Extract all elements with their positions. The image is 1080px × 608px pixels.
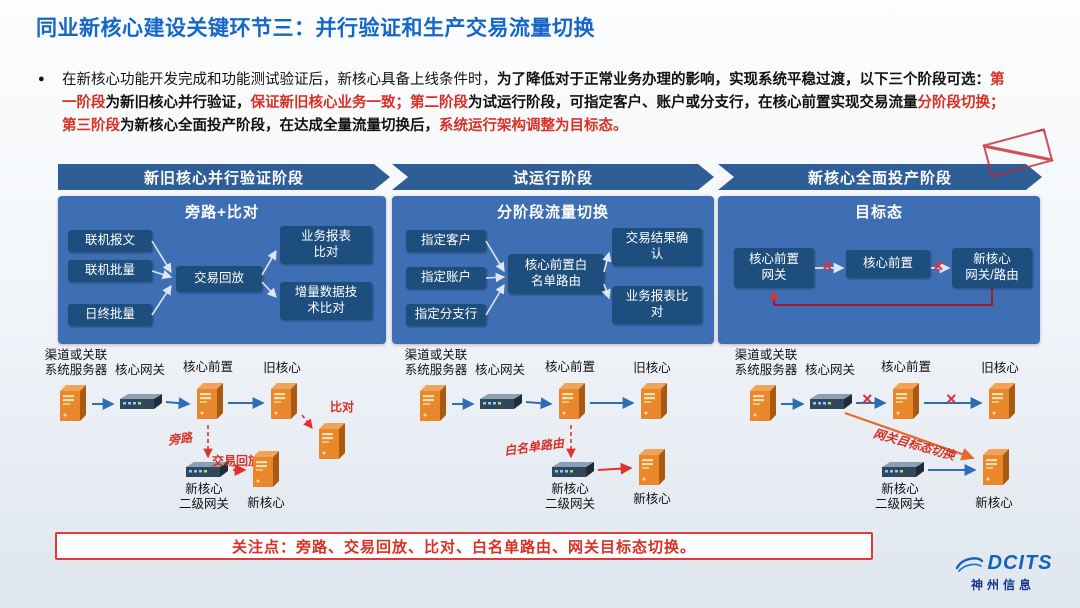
flow-box-incremental-compare: 增量数据技 术比对 (280, 282, 372, 320)
server-icon (314, 420, 348, 462)
key-points-text: 关注点：旁路、交易回放、比对、白名单路由、网关目标态切换。 (231, 538, 696, 556)
logo-swoosh-icon (955, 556, 983, 572)
server-icon (192, 380, 226, 422)
flow-box-report-compare: 业务报表 比对 (280, 226, 372, 264)
flow-box-report-compare-2: 业务报表比 对 (612, 286, 702, 324)
x-mark-link-1: × (862, 389, 873, 409)
server-icon (634, 446, 668, 488)
d2-whitelist-label: 白名单路由 (503, 435, 565, 459)
logo-brand-text: DCITS (987, 552, 1053, 574)
flow-box-online-batch: 联机批量 (68, 260, 152, 282)
d1-source-label: 渠道或关联 系统服务器 (44, 348, 108, 377)
flow-box-designated-branch: 指定分支行 (406, 304, 486, 326)
d1-compare-label: 比对 (330, 400, 355, 414)
switch-icon (548, 461, 596, 479)
server-icon (554, 380, 588, 422)
d3-secondary-gateway-label: 新核心 二级网关 (874, 482, 925, 511)
switch-icon (476, 393, 524, 411)
company-logo: DCITS 神州信息 (942, 552, 1064, 593)
d1-secondary-gateway-label: 新核心 二级网关 (178, 482, 229, 511)
flow-box-designated-customer: 指定客户 (406, 230, 486, 252)
d1-gateway-label: 核心网关 (114, 363, 165, 377)
server-icon (55, 382, 89, 424)
server-icon (888, 380, 922, 422)
phase-banner-2-label: 试运行阶段 (512, 169, 593, 187)
page-title: 同业新核心建设关键环节三：并行验证和生产交易流量切换 (36, 17, 595, 40)
x-mark-chain-1: × (822, 256, 833, 276)
logo-company-text: 神州信息 (970, 578, 1035, 592)
d2-secondary-gateway-label: 新核心 二级网关 (544, 482, 595, 511)
server-icon (636, 380, 670, 422)
d1-front-label: 核心前置 (182, 360, 233, 374)
phase-banner-1: 新旧核心并行验证阶段 (58, 164, 390, 190)
d3-newcore-label: 新核心 (975, 496, 1013, 510)
panel-target-state: 目标态 核心前置 网关 核心前置 新核心 网关/路由 (718, 196, 1040, 344)
d3-oldcore-label: 旧核心 (981, 361, 1019, 375)
server-icon (266, 380, 300, 422)
d1-newcore-label: 新核心 (247, 496, 285, 510)
d2-newcore-label: 新核心 (633, 492, 671, 506)
key-points-box: 关注点：旁路、交易回放、比对、白名单路由、网关目标态切换。 (55, 532, 873, 560)
switch-icon (878, 461, 926, 479)
d2-front-label: 核心前置 (544, 360, 595, 374)
server-icon (984, 380, 1018, 422)
phase-banner-3-label: 新核心全面投产阶段 (807, 169, 952, 187)
switch-icon (116, 393, 164, 411)
d3-front-label: 核心前置 (880, 360, 931, 374)
server-icon (745, 382, 779, 424)
panel-1-title: 旁路+比对 (185, 204, 259, 221)
bullet-marker: ● (38, 73, 45, 85)
d3-source-label: 渠道或关联 系统服务器 (734, 348, 798, 377)
d1-bypass-label: 旁路 (167, 430, 193, 448)
d2-gateway-label: 核心网关 (474, 363, 525, 377)
flow-box-core-front-gateway: 核心前置 网关 (734, 248, 814, 288)
x-mark-link-2: × (946, 389, 957, 409)
server-icon (248, 448, 282, 490)
d3-switch-note-label: 网关目标态切换 (871, 426, 957, 463)
flow-box-transaction-replay: 交易回放 (176, 266, 262, 292)
intro-paragraph: 在新核心功能开发完成和功能测试验证后，新核心具备上线条件时，为了降低对于正常业务… (62, 72, 1005, 134)
panel-3-title: 目标态 (854, 204, 903, 221)
flow-box-online-message: 联机报文 (68, 230, 152, 252)
d3-gateway-label: 核心网关 (804, 363, 855, 377)
flow-box-eod-batch: 日终批量 (68, 304, 152, 326)
flow-box-whitelist-routing: 核心前置白 名单路由 (508, 254, 604, 294)
flow-box-designated-account: 指定账户 (406, 267, 486, 289)
d2-oldcore-label: 旧核心 (633, 361, 671, 375)
phase-banner-2: 试运行阶段 (392, 164, 714, 190)
flow-box-result-confirm: 交易结果确 认 (612, 228, 702, 266)
x-mark-chain-2: × (933, 256, 944, 276)
switch-icon (806, 393, 854, 411)
server-icon (415, 382, 449, 424)
panel-parallel-verification: 旁路+比对 联机报文 联机批量 日终批量 交易回放 业务报表 比对 增量数据技 … (58, 196, 386, 344)
d1-replay-label: 交易回放 (212, 454, 261, 468)
d1-oldcore-label: 旧核心 (263, 361, 301, 375)
flow-box-core-front: 核心前置 (846, 250, 930, 278)
panel-trial-run: 分阶段流量切换 指定客户 指定账户 指定分支行 核心前置白 名单路由 交易结果确… (392, 196, 714, 344)
d2-source-label: 渠道或关联 系统服务器 (404, 348, 468, 377)
server-icon (978, 446, 1012, 488)
flow-box-newcore-gateway-route: 新核心 网关/路由 (952, 248, 1032, 288)
switch-icon (182, 461, 230, 479)
panel-2-title: 分阶段流量切换 (496, 204, 609, 221)
phase-banner-1-label: 新旧核心并行验证阶段 (143, 169, 304, 187)
